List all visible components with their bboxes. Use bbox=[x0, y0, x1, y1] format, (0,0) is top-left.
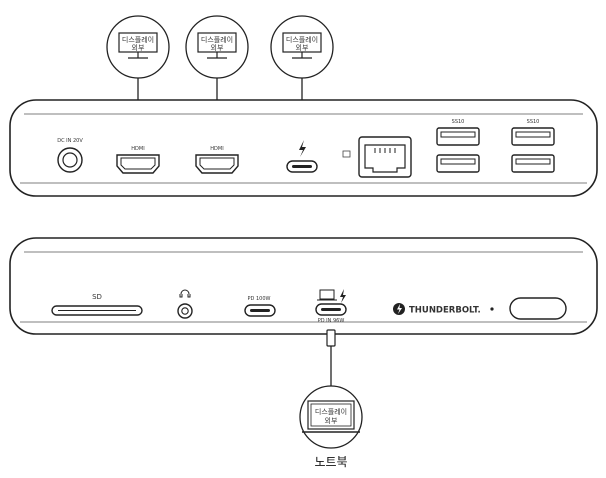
ethernet-icon bbox=[342, 150, 351, 158]
display-2-line2: 외부 bbox=[211, 43, 224, 52]
dc-in-port: DC IN 20V bbox=[57, 138, 83, 173]
display-bubble-3: 디스플레이 외부 bbox=[270, 15, 334, 79]
usb-c-pd-port: PD 100W bbox=[244, 296, 276, 317]
usb-right-label: SS10 bbox=[527, 119, 540, 125]
host-laptop: 디스플레이 외부 노트북 bbox=[299, 329, 363, 469]
thunderbolt-icon bbox=[340, 289, 346, 303]
status-led bbox=[490, 307, 494, 311]
hdmi-2-label: HDMI bbox=[210, 146, 223, 152]
headphone-icon bbox=[179, 289, 191, 298]
laptop-screen-line1: 디스플레이 bbox=[315, 407, 347, 416]
power-button[interactable] bbox=[509, 297, 567, 320]
laptop-caption: 노트북 bbox=[314, 455, 347, 469]
sd-card-slot: SD bbox=[51, 293, 143, 316]
display-1-line2: 외부 bbox=[132, 43, 145, 52]
usb-a-ports-left: SS10 bbox=[436, 119, 480, 173]
rear-panel: 디스플레이 외부 디스플레이 외부 디스플레이 외부 DC IN 20V bbox=[9, 15, 598, 197]
laptop-icon bbox=[319, 289, 335, 300]
hdmi-port-2: HDMI bbox=[195, 146, 239, 174]
display-bubble-1: 디스플레이 외부 bbox=[106, 15, 170, 79]
thunderbolt-icon bbox=[397, 304, 402, 314]
usb-a-ports-right: SS10 bbox=[511, 119, 555, 173]
laptop-screen-line2: 외부 bbox=[325, 416, 338, 425]
usb-c-rear-port bbox=[286, 140, 318, 173]
audio-jack bbox=[177, 289, 193, 319]
front-dock-body bbox=[9, 237, 598, 335]
hdmi-1-label: HDMI bbox=[131, 146, 144, 152]
display-3-line1: 디스플레이 bbox=[286, 35, 318, 44]
front-panel: SD PD 100W PD IN 96W bbox=[9, 237, 598, 335]
brand-text: THUNDERBOLT. bbox=[409, 306, 481, 316]
host-sub-label: PD IN 96W bbox=[318, 318, 345, 324]
dc-in-label: DC IN 20V bbox=[57, 138, 83, 144]
usb-left-label: SS10 bbox=[452, 119, 465, 125]
display-3-line2: 외부 bbox=[296, 43, 309, 52]
thunderbolt-brand: THUNDERBOLT. bbox=[393, 303, 481, 316]
display-bubble-2: 디스플레이 외부 bbox=[185, 15, 249, 79]
hdmi-port-1: HDMI bbox=[116, 146, 160, 174]
sd-label: SD bbox=[92, 293, 102, 301]
display-2-line1: 디스플레이 bbox=[201, 35, 233, 44]
display-1-line1: 디스플레이 bbox=[122, 35, 154, 44]
pd-label: PD 100W bbox=[248, 296, 271, 302]
ethernet-port bbox=[342, 136, 412, 178]
usb-c-host-port: PD IN 96W bbox=[315, 289, 347, 324]
thunderbolt-icon bbox=[299, 140, 306, 157]
